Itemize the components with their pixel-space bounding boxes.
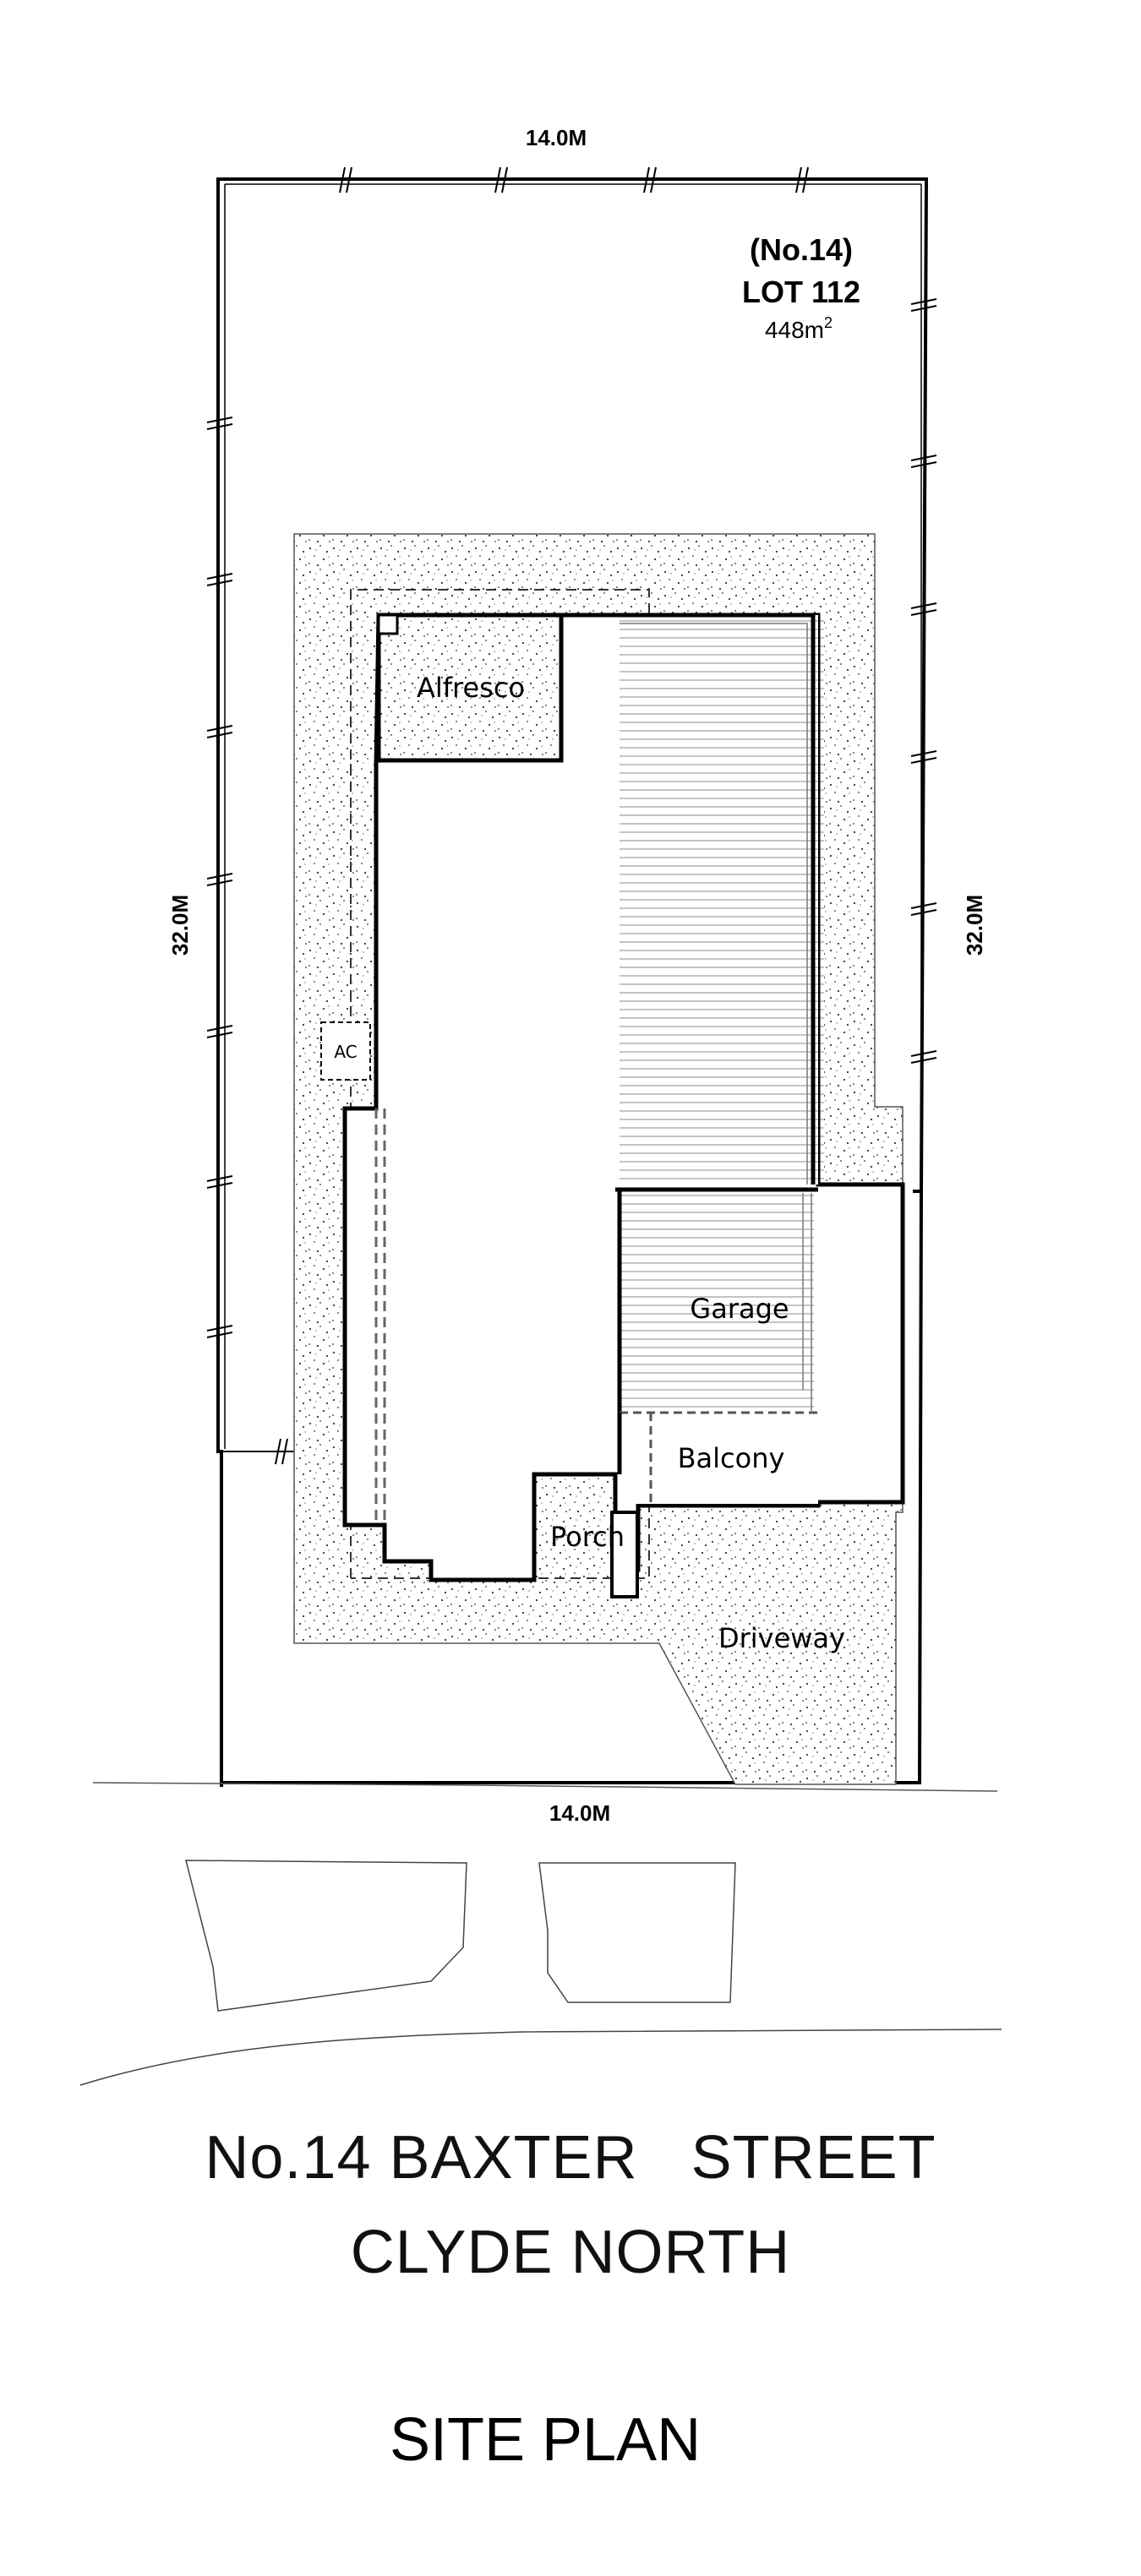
lot-area: 448m2 [765, 314, 833, 343]
kerb-line [79, 2029, 1002, 2086]
lot-street-number: (No.14) [750, 232, 853, 267]
garage-label: Garage [690, 1293, 789, 1325]
ac-label: AC [334, 1042, 357, 1062]
roof-outline-dashed [350, 589, 650, 1579]
boundary-tick-marks [206, 166, 937, 1465]
crossover-right [538, 1862, 736, 2003]
lot-area-value: 448m [765, 317, 824, 343]
address-street: No.14 BAXTER STREET [205, 2124, 936, 2192]
alfresco-label: Alfresco [417, 672, 525, 704]
crossover-left [185, 1860, 467, 2012]
dimension-right: 32.0M [962, 895, 987, 956]
house-footprint [342, 613, 905, 1598]
lot-area-superscript: 2 [824, 314, 833, 331]
street-context [79, 1782, 1002, 2086]
ac-unit: AC [320, 1021, 371, 1081]
porch-label: Porch [550, 1521, 625, 1553]
dimension-bottom: 14.0M [549, 1800, 610, 1826]
lot-number: LOT 112 [742, 275, 860, 309]
driveway-label: Driveway [718, 1622, 845, 1654]
dimension-left: 32.0M [167, 895, 193, 956]
page-title: SITE PLAN [390, 2406, 701, 2474]
balcony-label: Balcony [678, 1442, 785, 1474]
address-suburb: CLYDE NORTH [351, 2219, 790, 2286]
dimension-top: 14.0M [526, 125, 587, 150]
